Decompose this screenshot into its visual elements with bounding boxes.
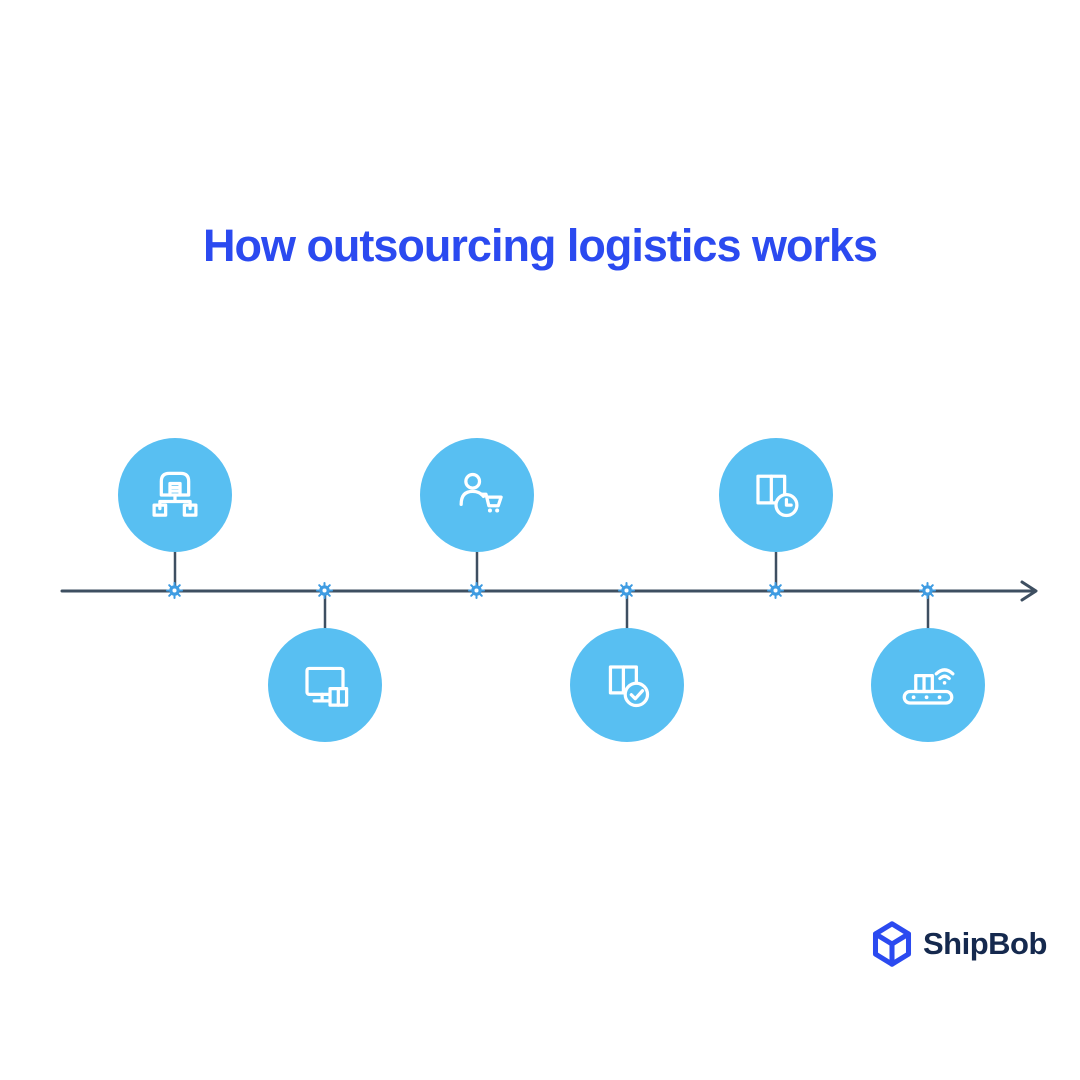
gear-marker-icon [468,582,485,599]
gear-marker-icon [166,582,183,599]
timeline-node [268,628,382,742]
timeline-node [118,438,232,552]
warehouse-distribution-icon [152,471,198,517]
computer-order-icon [305,666,349,707]
timeline-arrowhead-icon [1020,580,1038,602]
timeline-node [570,628,684,742]
package-check-icon [608,665,650,708]
page-title: How outsourcing logistics works [202,220,878,271]
shipbob-logo-icon [872,921,912,967]
gear-marker-icon [316,582,333,599]
conveyor-scan-icon [902,668,955,705]
timeline-node [420,438,534,552]
gear-marker-icon [919,582,936,599]
timeline-node [871,628,985,742]
customer-cart-icon [459,472,503,513]
shipbob-logo-text: ShipBob [923,926,1047,961]
package-clock-icon [756,474,799,518]
gear-marker-icon [767,582,784,599]
timeline-node [719,438,833,552]
gear-marker-icon [618,582,635,599]
brand-logo: ShipBob [870,920,1047,968]
